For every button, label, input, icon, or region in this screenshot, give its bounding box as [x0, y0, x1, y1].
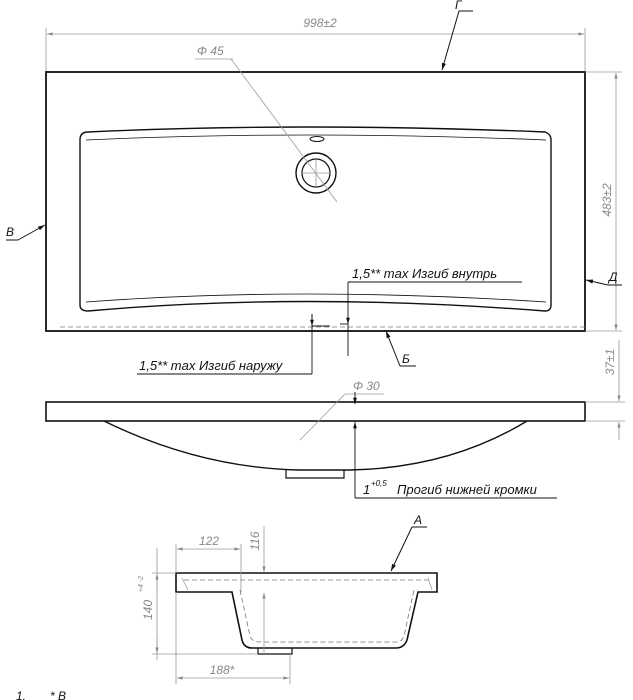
rim-height-dimension: 37±1	[603, 349, 617, 376]
footnote-text: * В	[50, 689, 66, 700]
depth-dimension: 483±2	[600, 183, 614, 217]
drain-hole-dimension: Φ 45	[197, 44, 224, 58]
top-view: 998±2 Φ 45 483±2 Г В Д	[6, 0, 622, 375]
d122-dimension: 122	[199, 534, 219, 548]
overflow-hole-dimension: Φ 30	[353, 379, 380, 393]
d116-dimension: 116	[248, 531, 262, 550]
height-tolerance: +4 -2	[138, 576, 145, 592]
basin-outline	[45, 71, 586, 332]
view-label-b: Б	[402, 352, 410, 366]
deflection-value: 1	[363, 482, 370, 497]
side-section-view: 140 +4 -2 122 116 188* А	[138, 513, 438, 684]
height-dimension: 140	[141, 600, 155, 620]
width-dimension: 998±2	[303, 16, 337, 30]
drain-hole	[295, 152, 337, 194]
d188-dimension: 188*	[210, 663, 235, 677]
bowl-profile	[103, 420, 528, 471]
section-outline	[175, 572, 438, 649]
rim-outline	[45, 401, 586, 422]
view-label-a: А	[413, 513, 422, 527]
deflection-tolerance: +0,5	[371, 479, 387, 488]
front-view: 37±1 Φ 30 1 +0,5 Прогиб нижней кромки	[45, 340, 625, 499]
bowl-outline	[79, 126, 552, 312]
drain-leader	[230, 58, 338, 203]
footnote-number: 1.	[16, 689, 26, 700]
deflection-note: Прогиб нижней кромки	[397, 482, 537, 497]
view-label-d: Д	[607, 270, 618, 284]
view-label-v: В	[6, 225, 14, 239]
view-label-g: Г	[455, 0, 463, 12]
bend-inward-note: 1,5** max Изгиб внутрь	[352, 266, 497, 281]
bend-outward-note: 1,5** max Изгиб наружу	[139, 358, 284, 373]
